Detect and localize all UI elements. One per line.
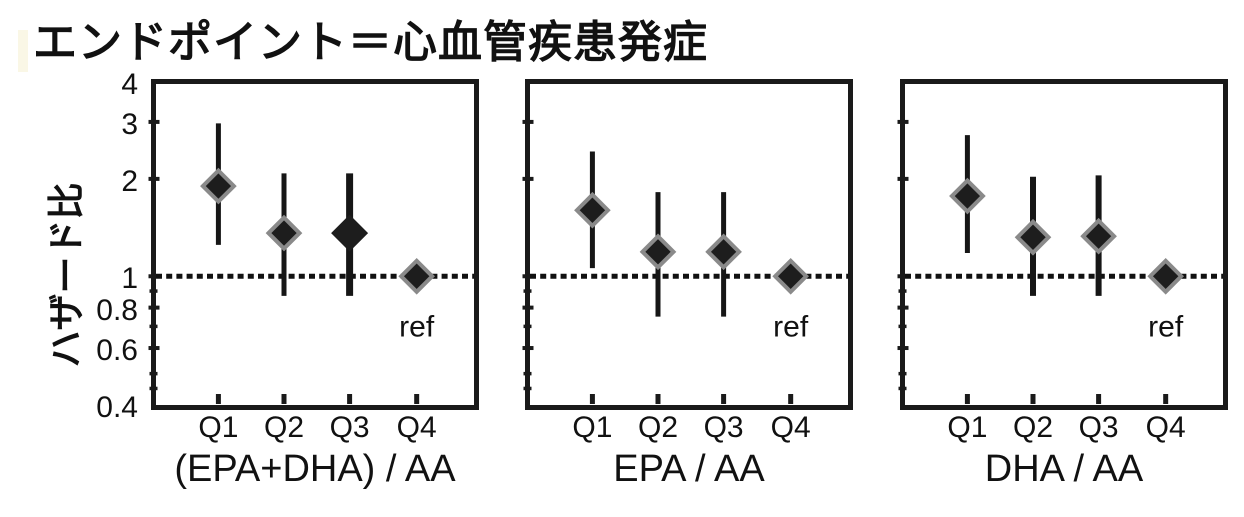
hr-diamond-Q2 [1014, 218, 1052, 256]
x-tick-label-Q2: Q2 [1012, 411, 1054, 444]
panel-epa-plus-dha-over-aa: ref [148, 79, 479, 410]
y-tick-label-3: 3 [121, 107, 138, 141]
hr-diamond-Q4 [398, 257, 436, 295]
y-tick-label-1: 1 [121, 262, 138, 296]
figure-title: エンドポイント＝心血管疾患発症 [33, 18, 708, 67]
x-tick-label-Q1: Q1 [947, 411, 988, 444]
x-tick-label-Q2: Q2 [263, 411, 305, 444]
panel-epa-over-aa: ref [522, 79, 853, 410]
x-tick-label-Q4: Q4 [396, 411, 437, 444]
ref-label: ref [1148, 310, 1184, 343]
hr-diamond-Q1 [574, 191, 611, 229]
x-tick-label-Q4: Q4 [1145, 411, 1186, 444]
x-tick-label-Q4: Q4 [770, 411, 811, 444]
hr-diamond-Q1 [200, 167, 237, 205]
hr-diamond-Q4 [772, 257, 810, 295]
panel-frame [525, 79, 853, 410]
hr-diamond-Q3 [331, 214, 369, 252]
y-tick-label-2: 2 [121, 164, 138, 198]
hr-diamond-Q2 [265, 214, 303, 252]
x-tick-label-Q3: Q3 [1078, 411, 1119, 444]
x-tick-label-Q1: Q1 [198, 411, 239, 444]
panel-frame [900, 79, 1228, 410]
y-tick-label-0.4: 0.4 [96, 391, 138, 424]
panel-dha-over-aa: ref [897, 79, 1228, 410]
panel-xlabel-epa-over-aa: EPA / AA [613, 448, 765, 490]
hr-diamond-Q4 [1147, 257, 1185, 295]
scan-artifact [18, 30, 28, 72]
hr-diamond-Q3 [705, 233, 742, 271]
hr-diamond-Q2 [639, 233, 677, 271]
ref-label: ref [399, 310, 435, 343]
panel-frame [151, 79, 479, 410]
y-tick-label-0.6: 0.6 [96, 334, 138, 368]
y-tick-label-0.8: 0.8 [96, 293, 138, 327]
x-tick-label-Q3: Q3 [703, 411, 744, 444]
panel-xlabel-dha-over-aa: DHA / AA [984, 448, 1144, 490]
x-tick-label-Q1: Q1 [572, 411, 613, 444]
y-tick-label-4: 4 [121, 67, 138, 101]
ref-label: ref [773, 310, 809, 343]
hr-diamond-Q1 [949, 177, 986, 215]
x-tick-label-Q3: Q3 [329, 411, 370, 444]
panel-xlabel-epa-plus-dha-over-aa: (EPA+DHA) / AA [174, 448, 456, 490]
x-tick-label-Q2: Q2 [637, 411, 679, 444]
hr-diamond-Q3 [1080, 217, 1117, 255]
